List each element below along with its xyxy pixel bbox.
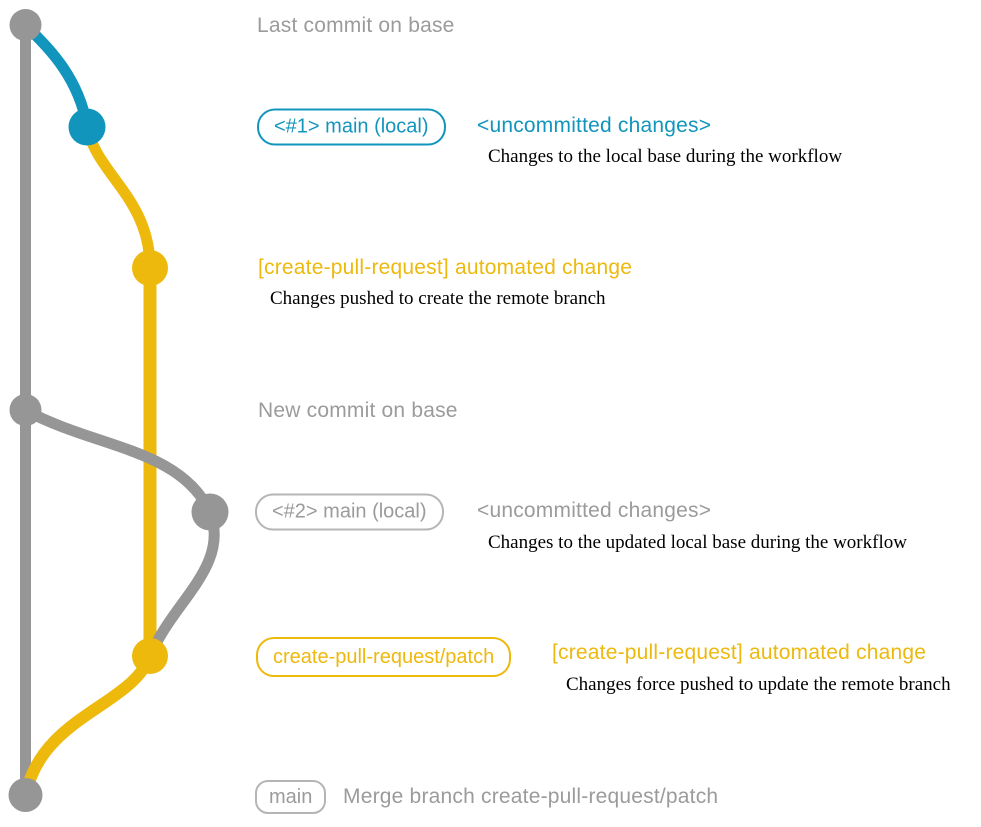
commit-dot-base-2 (9, 394, 42, 426)
commit-message-automated-change-2: [create-pull-request] automated change (552, 641, 927, 664)
note-new-commit-on-base: New commit on base (258, 399, 458, 422)
commit-message-automated-change-1: [create-pull-request] automated change (258, 256, 633, 279)
local-main2-branch-line-back (146, 506, 220, 658)
commit-dot-merge (8, 778, 43, 812)
description-local-base-changes: Changes to the local base during the wor… (488, 146, 843, 167)
status-uncommitted-changes-1: <uncommitted changes> (477, 114, 712, 137)
commit-dot-patch-2 (132, 638, 168, 674)
commit-message-merge-branch: Merge branch create-pull-request/patch (343, 785, 719, 808)
note-last-commit-on-base: Last commit on base (257, 14, 455, 37)
branch-badge-create-pull-request-patch: create-pull-request/patch (256, 637, 512, 677)
description-updated-local-base-changes: Changes to the updated local base during… (488, 532, 907, 553)
commit-dot-local-main-2 (191, 493, 229, 531)
commit-dot-patch-1 (132, 250, 168, 286)
status-uncommitted-changes-2: <uncommitted changes> (477, 499, 712, 522)
branch-badge-main-local-2: <#2> main (local) (255, 493, 444, 531)
local-main2-branch-line-out (19, 404, 216, 518)
branch-badge-main: main (255, 780, 327, 814)
patch-branch-line-upper (81, 121, 156, 274)
branch-badge-main-local-1: <#1> main (local) (257, 108, 446, 146)
description-force-push-update-remote: Changes force pushed to update the remot… (566, 674, 951, 695)
commit-dot-local-main-1 (68, 108, 106, 146)
patch-branch-merge-line (20, 650, 156, 800)
commit-dot-base-1 (9, 9, 42, 41)
local-main-branch-line (19, 19, 93, 132)
description-push-create-remote: Changes pushed to create the remote bran… (270, 288, 606, 309)
